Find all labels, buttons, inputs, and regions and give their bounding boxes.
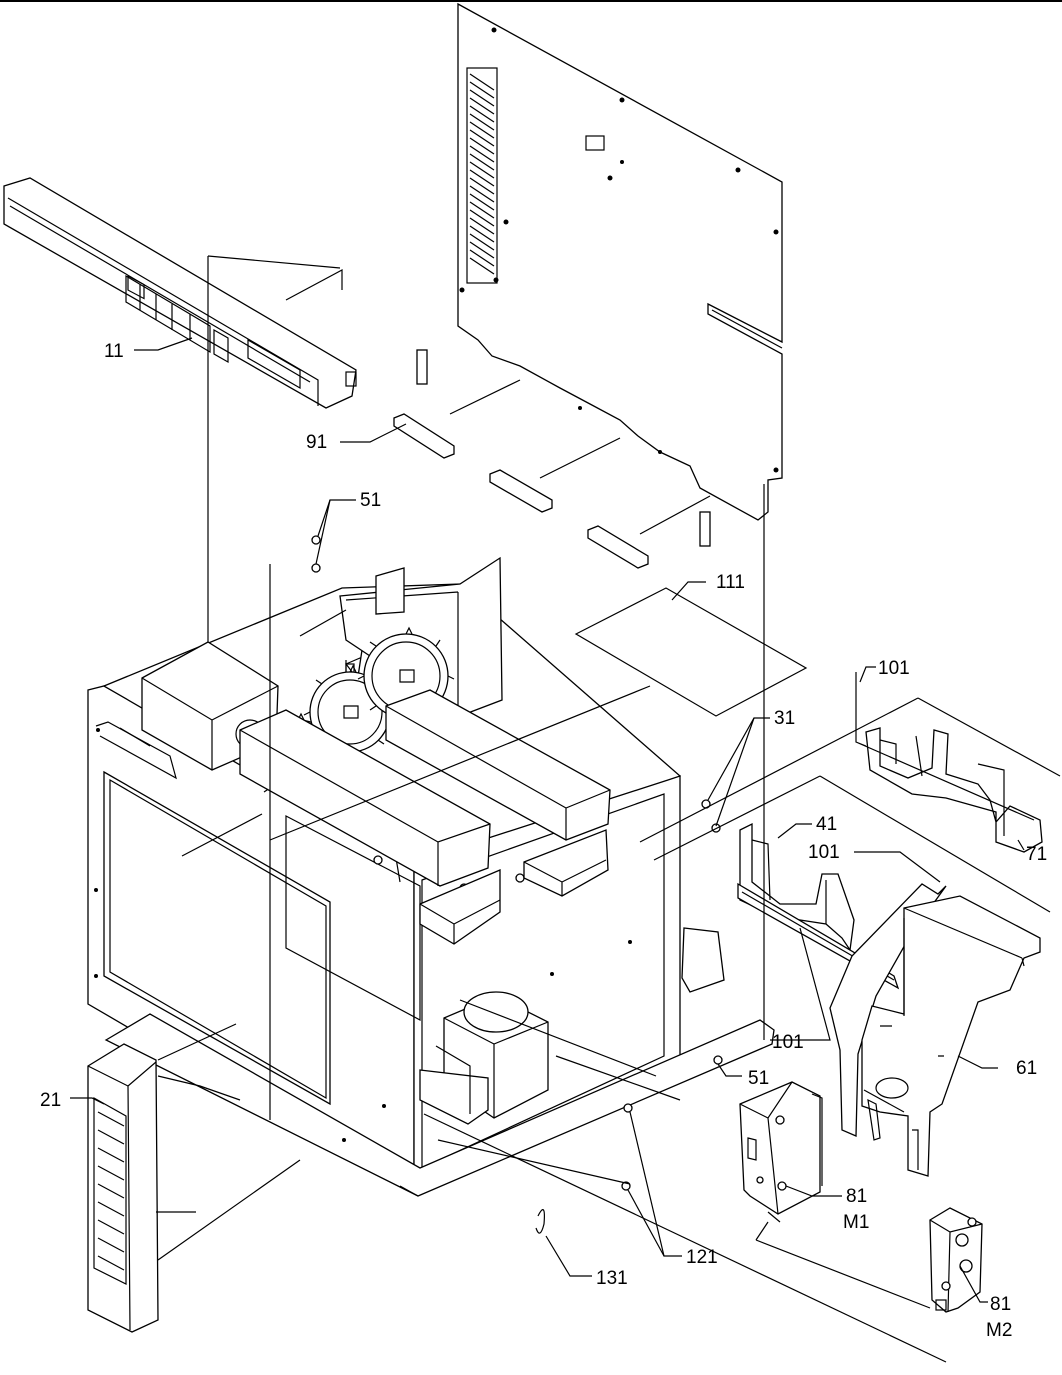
- callout-71: 71: [1026, 844, 1047, 865]
- control-board-81-m2: [929, 1207, 983, 1313]
- callout-11: 11: [104, 341, 124, 362]
- leader-lines: [70, 337, 1025, 1303]
- lower-magnetron-assemblies: [419, 829, 725, 993]
- callout-111: 111: [716, 572, 745, 593]
- callout-81-m1: 81: [846, 1186, 867, 1207]
- control-panel-11: [3, 177, 357, 826]
- callout-m1: M1: [843, 1212, 869, 1233]
- callout-101-top: 101: [878, 658, 910, 679]
- duct-cover-61: [861, 895, 1041, 1177]
- insulation-pad-111: [574, 587, 808, 717]
- rear-panel-vent: [466, 67, 498, 284]
- callout-131: 131: [596, 1268, 628, 1289]
- callout-51-top: 51: [360, 490, 381, 511]
- callout-m2: M2: [986, 1320, 1012, 1341]
- callout-91: 91: [306, 432, 327, 453]
- side-panel-21: [87, 1023, 301, 1333]
- callout-121: 121: [686, 1247, 718, 1268]
- top-boxes: [239, 689, 611, 887]
- callout-101-bottom: 101: [772, 1032, 804, 1053]
- callout-61: 61: [1016, 1058, 1037, 1079]
- callout-21: 21: [40, 1090, 61, 1111]
- callout-41: 41: [816, 814, 837, 835]
- callout-31: 31: [774, 708, 795, 729]
- assembly-lines: [181, 379, 1061, 1363]
- spacer-strips: [393, 349, 711, 569]
- rear-panel: [457, 2, 783, 521]
- duct-101-mid: [737, 882, 947, 1137]
- callout-81-m2: 81: [990, 1294, 1011, 1315]
- control-board-81-m1: [739, 1081, 823, 1223]
- callout-101-mid: 101: [808, 842, 840, 863]
- base-magnetron: [419, 991, 549, 1125]
- callout-51-bottom: 51: [748, 1068, 769, 1089]
- duct-101-top: [855, 672, 1043, 853]
